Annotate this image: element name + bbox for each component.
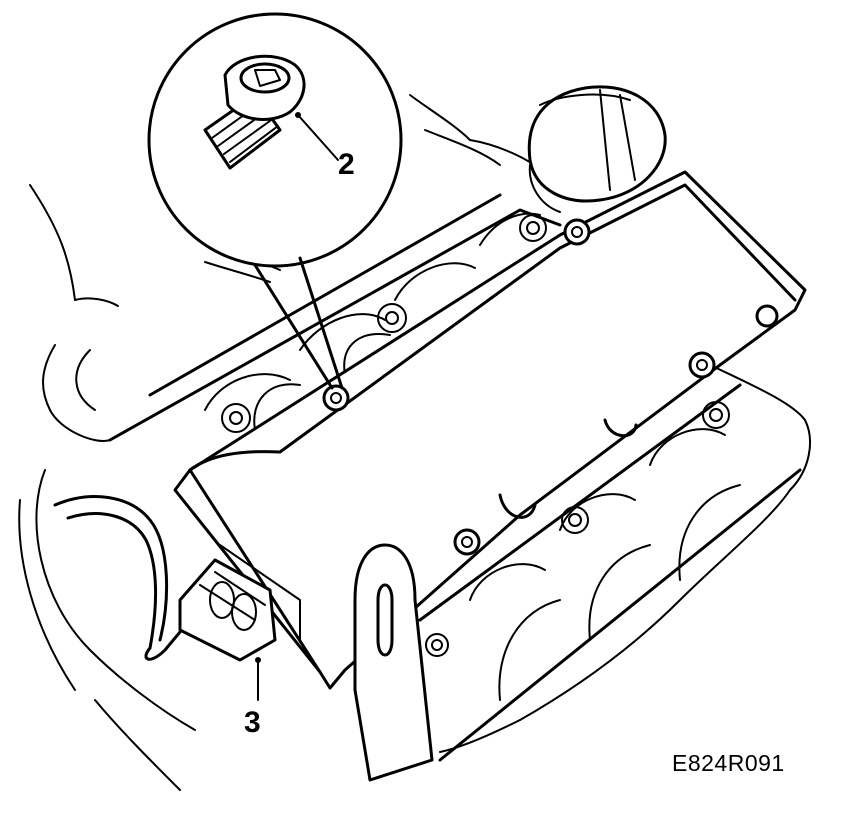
callout-connector: 3 <box>244 706 261 739</box>
wiring-harness <box>53 495 192 661</box>
figure-code: E824R091 <box>672 750 785 776</box>
detail-magnifier <box>147 12 403 390</box>
front-cam-housing <box>418 383 802 762</box>
rear-cam-housing <box>108 193 562 442</box>
callout-bolt: 2 <box>338 148 355 181</box>
callout-leaders <box>255 112 339 701</box>
cover-bolts <box>322 218 716 556</box>
electrical-connector <box>178 544 301 662</box>
bolt-detail-icon <box>203 54 306 170</box>
engine-cover-plate <box>173 170 807 690</box>
lifting-eye <box>353 543 434 782</box>
oil-filler-cap <box>527 85 667 213</box>
